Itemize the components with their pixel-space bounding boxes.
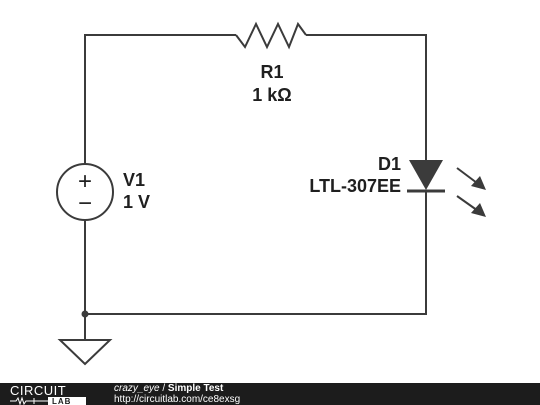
voltage-source-v1[interactable]: + − V1 1 V [56,163,150,221]
led-emission-arrows [456,167,486,217]
source-minus-sign: − [78,190,92,217]
circuitlab-logo[interactable]: CIRCUIT LAB [8,383,108,405]
resistor-r1[interactable]: R1 1 kΩ [235,21,307,105]
footer-text: crazy_eye / Simple Test http://circuitla… [114,384,240,405]
logo-wave-icon [10,396,48,405]
d1-value: LTL-307EE [309,176,401,196]
led-d1[interactable]: D1 LTL-307EE [309,154,486,217]
wire-right [85,190,427,315]
footer-url-link[interactable]: http://circuitlab.com/ce8exsg [114,394,241,405]
footer-bar: CIRCUIT LAB crazy_eye / Simple Test http… [0,383,540,405]
v1-ref: V1 [123,170,145,190]
r1-value: 1 kΩ [252,85,291,105]
ground-symbol[interactable] [57,339,113,366]
wires [84,34,427,340]
d1-ref: D1 [378,154,401,174]
r1-ref: R1 [260,62,283,82]
junction-dot [81,310,89,318]
source-circle [56,163,114,221]
footer-author[interactable]: crazy_eye [114,383,160,394]
wire-top-left [84,34,236,164]
logo-bottom-text: LAB [52,397,71,405]
footer-line1: crazy_eye / Simple Test [114,383,223,394]
schematic-canvas: R1 1 kΩ + − V1 1 V D1 LTL-307EE [56,21,486,366]
logo-top-text: CIRCUIT [10,383,66,398]
logo-lab-box [48,397,86,405]
led-triangle [409,160,443,190]
footer-title[interactable]: Simple Test [167,383,224,394]
source-plus-sign: + [78,168,92,195]
wire-top-right [306,34,427,160]
footer-separator: / [159,383,168,394]
resistor-zigzag [235,21,307,50]
v1-value: 1 V [123,192,150,212]
